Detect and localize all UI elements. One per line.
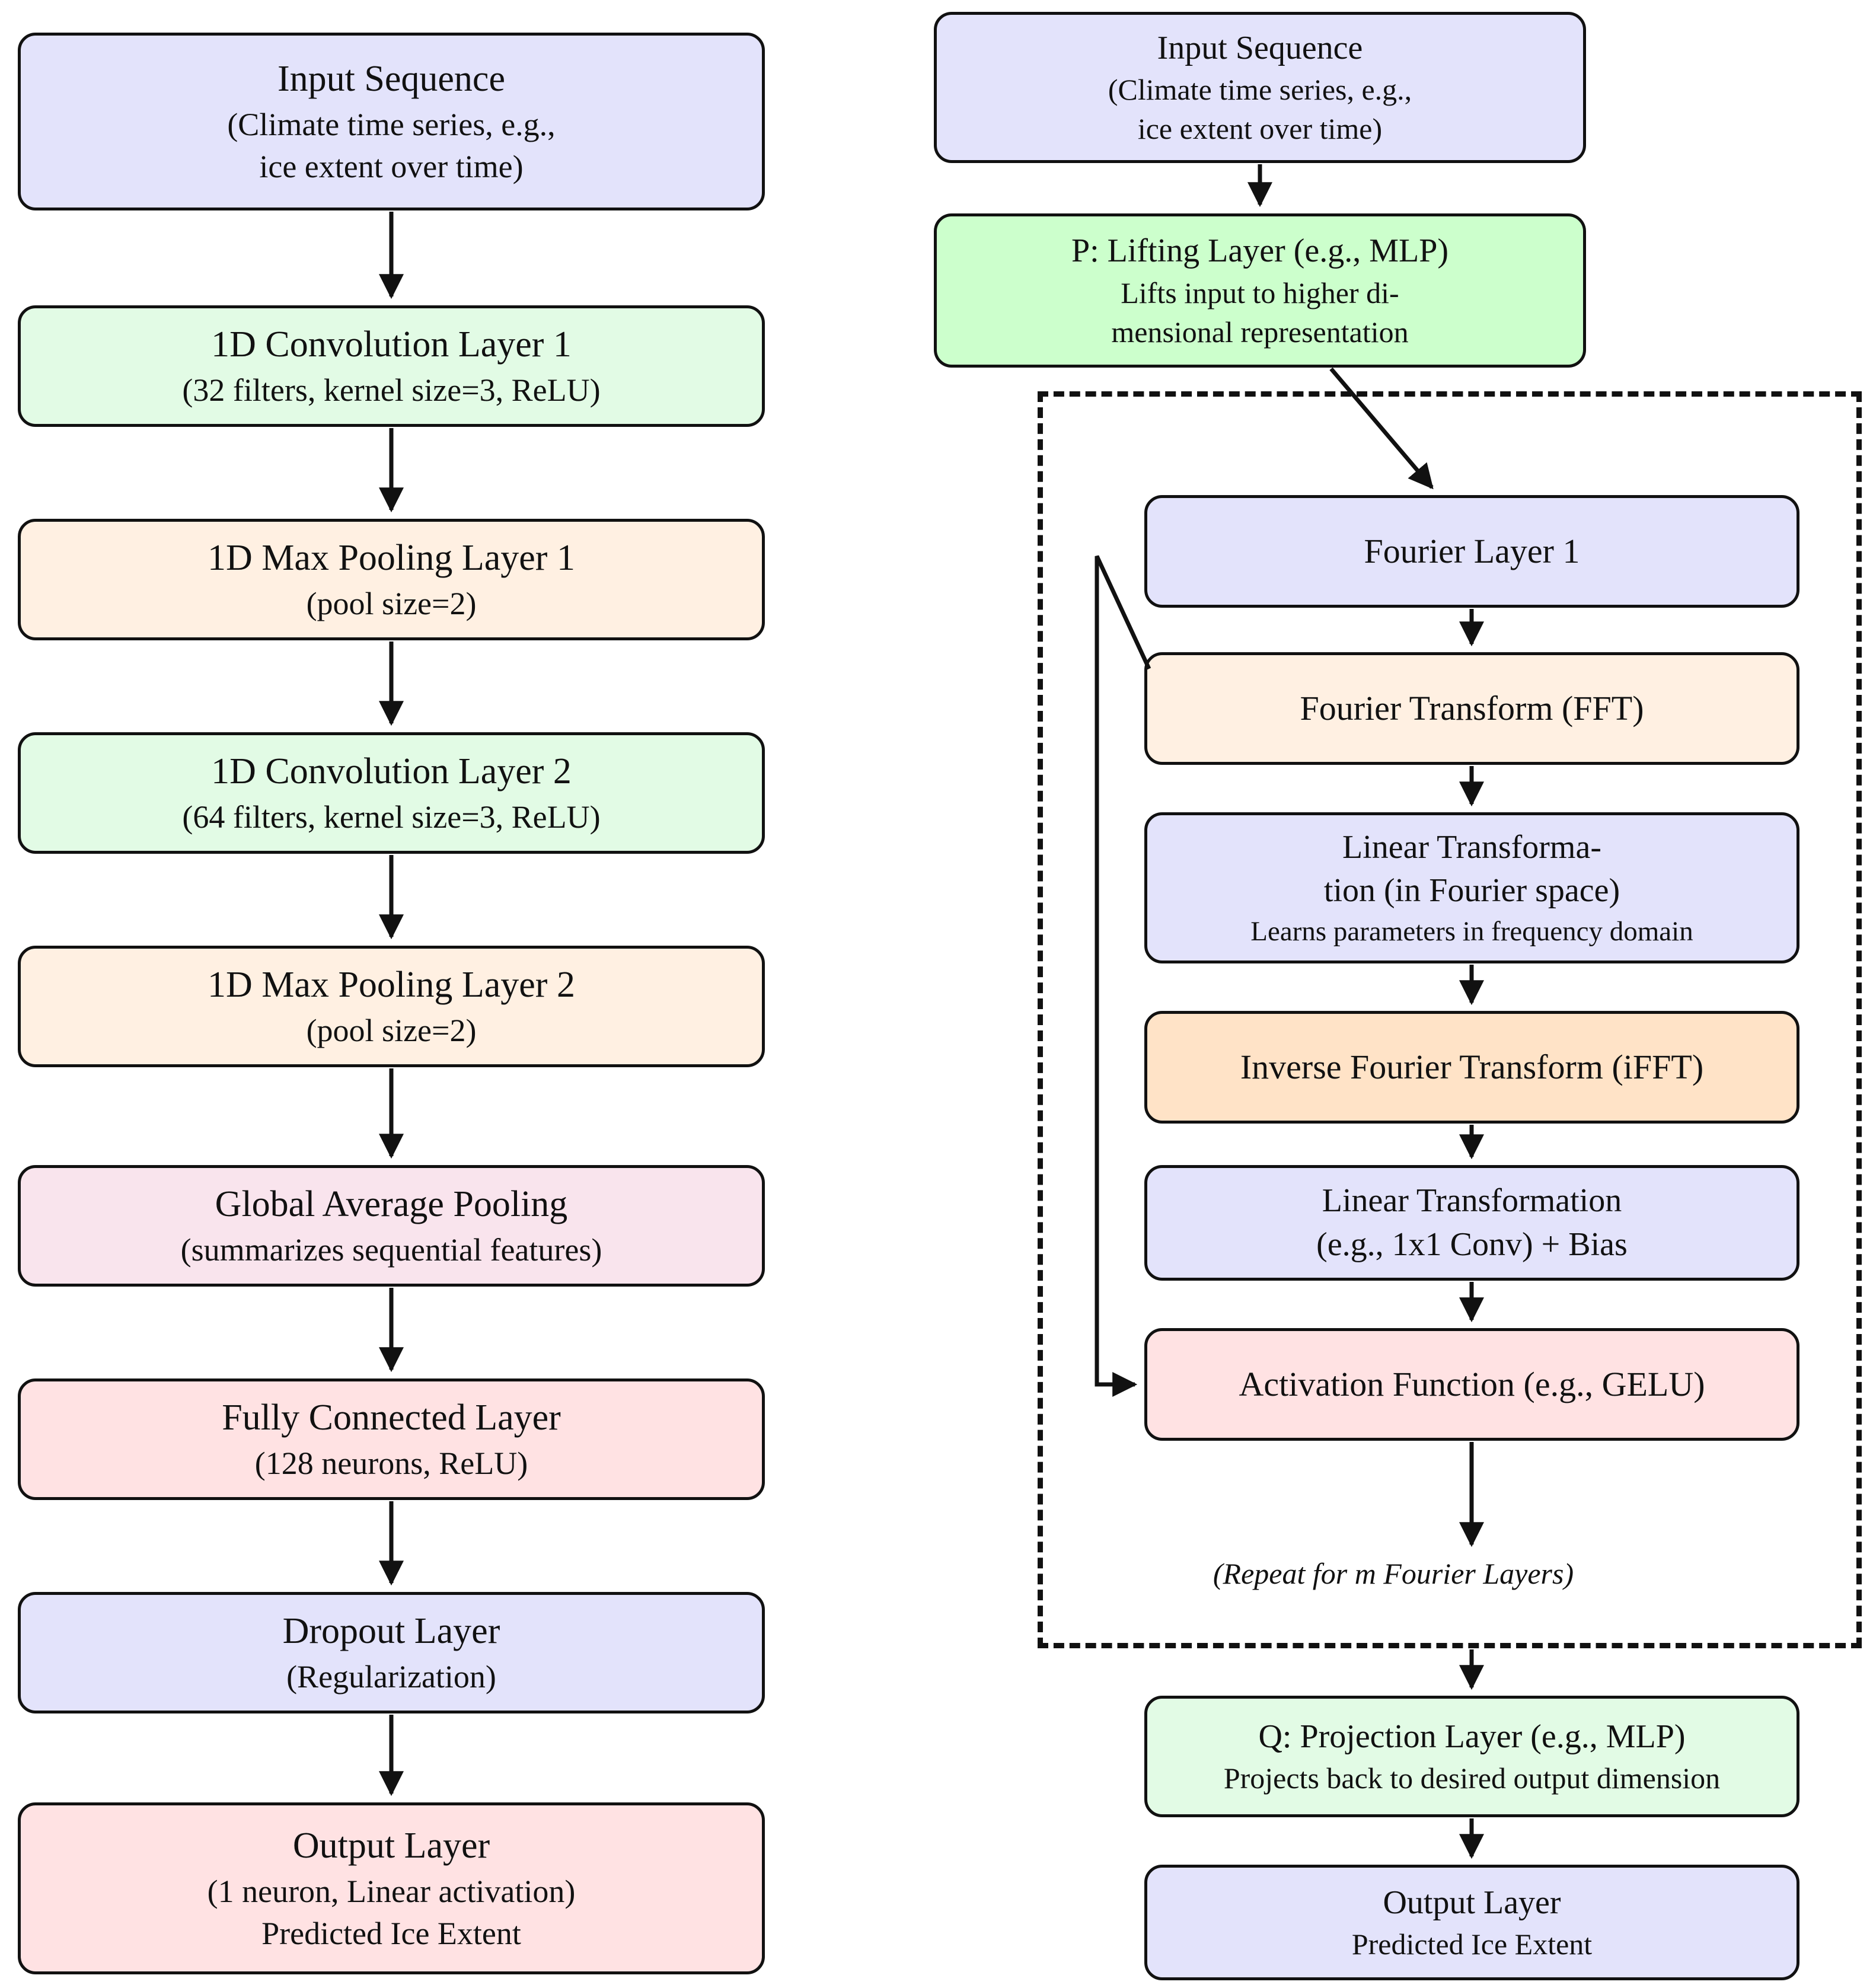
cnn-input-sequence-box: Input Sequence (Climate time series, e.g… [18,33,765,210]
cnn-global-avg-pool-box: Global Average Pooling (summarizes seque… [18,1165,765,1287]
box-title: 1D Max Pooling Layer 1 [208,537,575,578]
box-title: 1D Max Pooling Layer 2 [208,964,575,1005]
box-title: Global Average Pooling [215,1183,568,1224]
box-title: Inverse Fourier Transform (iFFT) [1240,1047,1704,1086]
box-title: Input Sequence [277,58,505,99]
box-subtitle: Predicted Ice Extent [1351,1928,1593,1961]
box-subtitle: (Regularization) [286,1658,496,1695]
fno-output-box: Output Layer Predicted Ice Extent [1144,1865,1799,1980]
box-title: 1D Convolution Layer 1 [211,324,572,365]
box-subtitle: (e.g., 1x1 Conv) + Bias [1316,1226,1628,1263]
box-subtitle: ice extent over time) [259,148,524,184]
cnn-maxpool2-box: 1D Max Pooling Layer 2 (pool size=2) [18,946,765,1067]
arrow-lifting-to-fourier1 [1329,367,1434,490]
box-title: 1D Convolution Layer 2 [211,751,572,792]
box-title: Input Sequence [1157,29,1363,66]
cnn-maxpool1-box: 1D Max Pooling Layer 1 (pool size=2) [18,519,765,640]
fno-ifft-box: Inverse Fourier Transform (iFFT) [1144,1011,1799,1124]
cnn-conv2-box: 1D Convolution Layer 2 (64 filters, kern… [18,732,765,854]
cnn-output-box: Output Layer (1 neuron, Linear activatio… [18,1802,765,1974]
box-subtitle: (Climate time series, e.g., [1108,73,1412,107]
fourier-repeat-block-border [1038,391,1862,1648]
cnn-conv1-box: 1D Convolution Layer 1 (32 filters, kern… [18,305,765,427]
fno-fft-box: Fourier Transform (FFT) [1144,652,1799,765]
box-subtitle: Learns parameters in frequency domain [1250,916,1693,947]
box-title: Dropout Layer [282,1610,500,1651]
box-title: Fourier Layer 1 [1364,531,1580,570]
box-title: Fourier Transform (FFT) [1300,688,1644,727]
fno-linear-conv-box: Linear Transformation (e.g., 1x1 Conv) +… [1144,1165,1799,1281]
box-title: Q: Projection Layer (e.g., MLP) [1258,1718,1686,1755]
skip-connection-fourier-to-activation [1095,555,1151,1397]
cnn-fully-connected-box: Fully Connected Layer (128 neurons, ReLU… [18,1378,765,1500]
box-subtitle: (128 neurons, ReLU) [254,1445,528,1481]
box-title: Output Layer [1383,1884,1561,1921]
fno-activation-box: Activation Function (e.g., GELU) [1144,1328,1799,1441]
box-title: P: Lifting Layer (e.g., MLP) [1071,232,1449,270]
fno-lifting-layer-box: P: Lifting Layer (e.g., MLP) Lifts input… [934,213,1586,368]
box-subtitle: ice extent over time) [1137,112,1383,146]
box-title: Output Layer [292,1825,490,1866]
box-subtitle: (32 filters, kernel size=3, ReLU) [182,372,601,408]
box-subtitle: (1 neuron, Linear activation) [207,1873,576,1909]
box-title: Fully Connected Layer [222,1397,561,1438]
box-subtitle: Predicted Ice Extent [261,1915,521,1951]
box-title: Activation Function (e.g., GELU) [1239,1364,1705,1403]
box-subtitle: (pool size=2) [306,585,477,621]
box-subtitle: mensional representation [1111,315,1409,349]
box-subtitle: (Climate time series, e.g., [227,106,556,142]
fno-linear-fourier-box: Linear Transforma- tion (in Fourier spac… [1144,812,1799,963]
box-subtitle: (64 filters, kernel size=3, ReLU) [182,799,601,835]
box-subtitle: tion (in Fourier space) [1323,872,1620,910]
cnn-dropout-box: Dropout Layer (Regularization) [18,1592,765,1713]
box-subtitle: (pool size=2) [306,1012,477,1048]
box-subtitle: Lifts input to higher di- [1121,276,1399,309]
fno-projection-layer-box: Q: Projection Layer (e.g., MLP) Projects… [1144,1696,1799,1817]
box-subtitle: Projects back to desired output dimensio… [1223,1762,1721,1795]
fno-input-sequence-box: Input Sequence (Climate time series, e.g… [934,12,1586,163]
repeat-note: (Repeat for m Fourier Layers) [1212,1557,1574,1590]
fno-fourier-layer1-box: Fourier Layer 1 [1144,495,1799,608]
box-title: Linear Transformation [1322,1182,1622,1219]
box-title: Linear Transforma- [1342,828,1601,866]
box-subtitle: (summarizes sequential features) [180,1231,602,1268]
